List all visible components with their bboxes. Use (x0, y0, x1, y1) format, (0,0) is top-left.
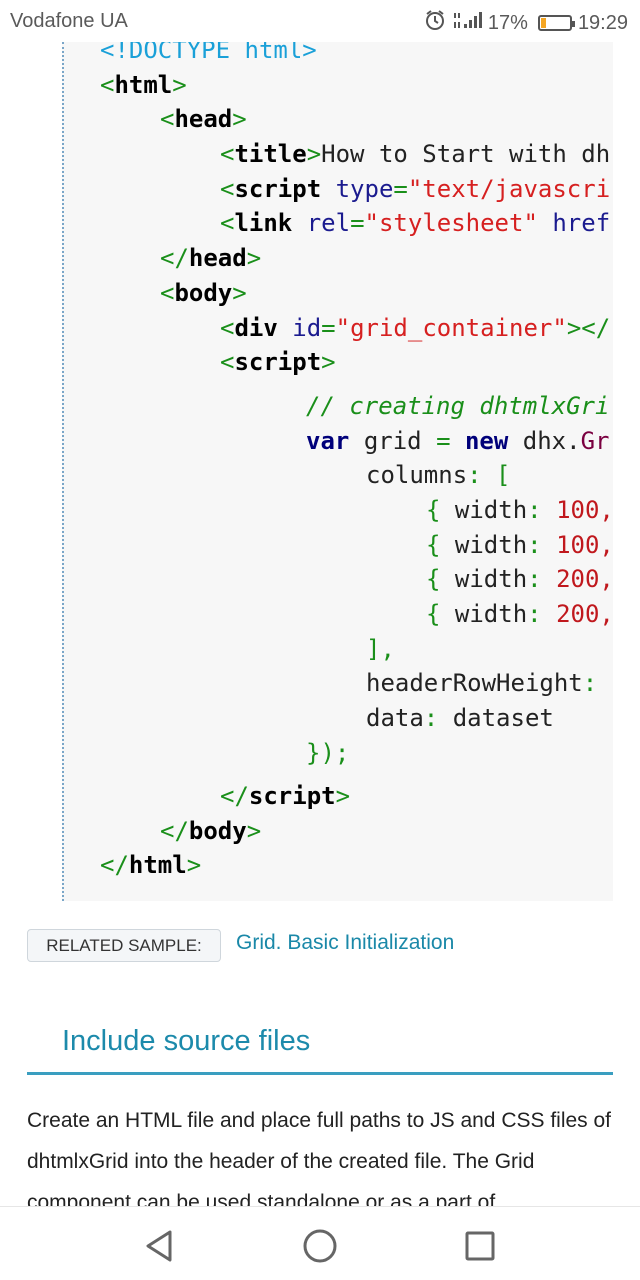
carrier-name: Vodafone UA (10, 10, 128, 32)
code-line-body-close: </body> (160, 817, 262, 845)
code-line-title: <title>How to Start with dh (220, 140, 611, 168)
code-line-column-2: { width: 100, (426, 531, 613, 559)
code-line-columns-close: ], (366, 635, 395, 663)
code-line-object-close: }); (306, 739, 350, 767)
code-line-columns: columns: [ (366, 461, 511, 489)
recents-square-icon (465, 1231, 495, 1261)
home-button[interactable] (300, 1226, 340, 1266)
code-line-div: <div id="grid_container"></ (220, 314, 611, 342)
code-line-column-1: { width: 100, (426, 496, 613, 524)
code-line-body-open: <body> (160, 279, 247, 307)
recents-button[interactable] (460, 1226, 500, 1266)
section-paragraph: Create an HTML file and place full paths… (27, 1109, 612, 1206)
code-line-html-close: </html> (100, 851, 202, 879)
code-line-link: <link rel="stylesheet" href (220, 209, 611, 237)
code-line-data: data: dataset (366, 704, 554, 732)
code-line-doctype: <!DOCTYPE html> (100, 42, 317, 64)
code-line-script-close: </script> (220, 782, 351, 810)
alarm-icon (424, 9, 446, 37)
code-line-column-4: { width: 200, (426, 600, 613, 628)
back-button[interactable] (140, 1226, 180, 1266)
related-sample-label: RELATED SAMPLE: (27, 929, 221, 962)
navigation-bar (0, 1206, 640, 1280)
code-line-html-open: <html> (100, 71, 187, 99)
related-sample-link[interactable]: Grid. Basic Initialization (236, 931, 455, 954)
code-block: <!DOCTYPE html> <html> <head> <title>How… (62, 42, 613, 901)
code-line-head-close: </head> (160, 244, 262, 272)
back-triangle-icon (146, 1230, 172, 1262)
home-circle-icon (303, 1229, 337, 1263)
battery-percent: 17% (487, 11, 528, 34)
code-line-comment: // creating dhtmlxGri (306, 392, 610, 420)
section-title: Include source files (62, 1025, 311, 1057)
code-line-header-row-height: headerRowHeight: (366, 669, 598, 697)
code-line-column-3: { width: 200, (426, 565, 613, 593)
code-line-script-src: <script type="text/javascri (220, 175, 611, 203)
code-line-var-grid: var grid = new dhx.Gr (306, 427, 610, 455)
code-line-head-open: <head> (160, 105, 247, 133)
section-divider (27, 1072, 613, 1075)
status-icons: 17% 19:29 (424, 9, 628, 37)
clock: 19:29 (577, 11, 628, 34)
signal-icon (452, 10, 482, 36)
battery-icon (537, 15, 575, 31)
code-line-script-open: <script> (220, 348, 336, 376)
status-bar: Vodafone UA 17% 19:29 (0, 0, 640, 42)
